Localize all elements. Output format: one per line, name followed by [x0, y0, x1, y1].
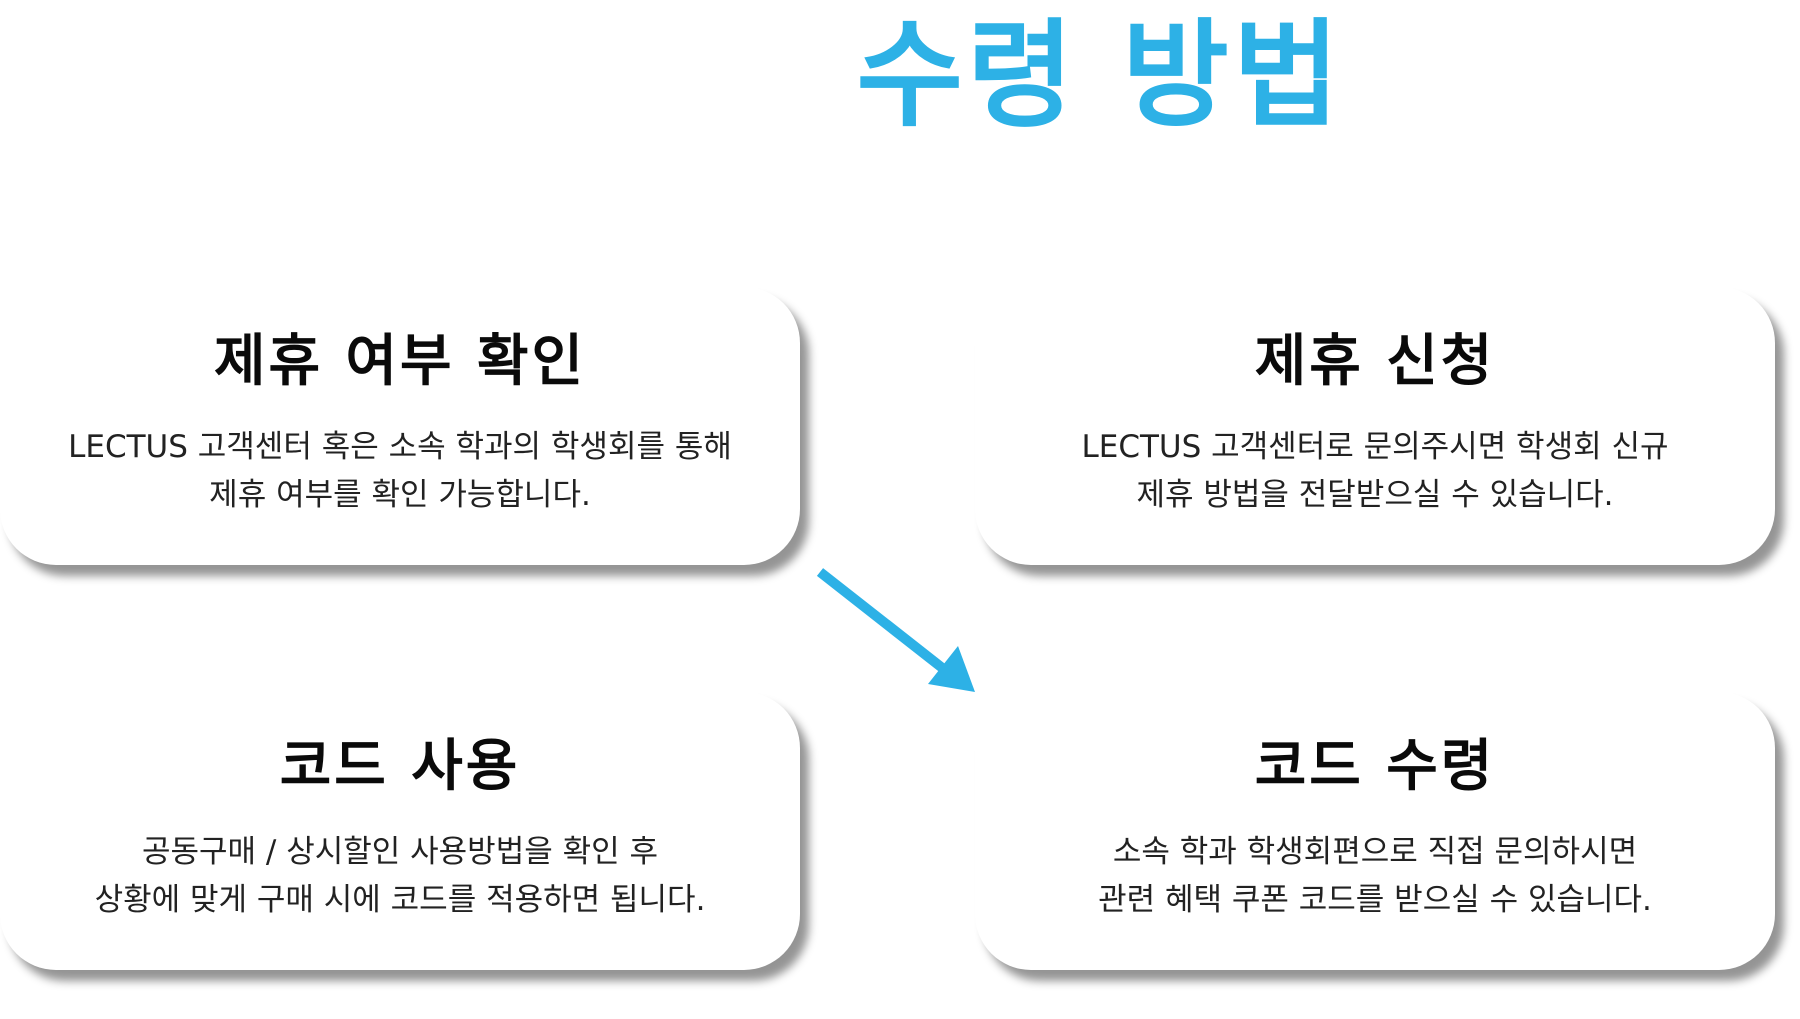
card-description-line: LECTUS 고객센터로 문의주시면 학생회 신규	[1081, 429, 1669, 465]
card-description: LECTUS 고객센터로 문의주시면 학생회 신규 제휴 방법을 전달받으실 수…	[995, 423, 1755, 519]
card-description-line: 제휴 여부를 확인 가능합니다.	[209, 477, 591, 513]
card-description-line: 상황에 맞게 구매 시에 코드를 적용하면 됩니다.	[94, 882, 706, 918]
card-title: 제휴 여부 확인	[213, 329, 587, 394]
step-card-partnership-check: 제휴 여부 확인 LECTUS 고객센터 혹은 소속 학과의 학생회를 통해 제…	[0, 287, 800, 565]
card-description: 공동구매 / 상시할인 사용방법을 확인 후 상황에 맞게 구매 시에 코드를 …	[20, 828, 780, 924]
flow-arrow-icon	[816, 568, 975, 692]
card-title: 코드 수령	[1254, 734, 1496, 799]
card-description: 소속 학과 학생회편으로 직접 문의하시면 관련 혜택 쿠폰 코드를 받으실 수…	[995, 828, 1755, 924]
card-title: 코드 사용	[279, 734, 521, 799]
page-title: 수령 방법	[856, 8, 1344, 143]
card-description: LECTUS 고객센터 혹은 소속 학과의 학생회를 통해 제휴 여부를 확인 …	[20, 423, 780, 519]
step-card-partnership-apply: 제휴 신청 LECTUS 고객센터로 문의주시면 학생회 신규 제휴 방법을 전…	[975, 287, 1775, 565]
step-card-code-use: 코드 사용 공동구매 / 상시할인 사용방법을 확인 후 상황에 맞게 구매 시…	[0, 692, 800, 970]
card-description-line: 소속 학과 학생회편으로 직접 문의하시면	[1112, 834, 1638, 870]
card-description-line: LECTUS 고객센터 혹은 소속 학과의 학생회를 통해	[68, 429, 732, 465]
card-title: 제휴 신청	[1254, 329, 1496, 394]
card-description-line: 공동구매 / 상시할인 사용방법을 확인 후	[141, 834, 659, 870]
card-description-line: 제휴 방법을 전달받으실 수 있습니다.	[1136, 477, 1614, 513]
step-card-code-receive: 코드 수령 소속 학과 학생회편으로 직접 문의하시면 관련 혜택 쿠폰 코드를…	[975, 692, 1775, 970]
card-description-line: 관련 혜택 쿠폰 코드를 받으실 수 있습니다.	[1098, 882, 1652, 918]
